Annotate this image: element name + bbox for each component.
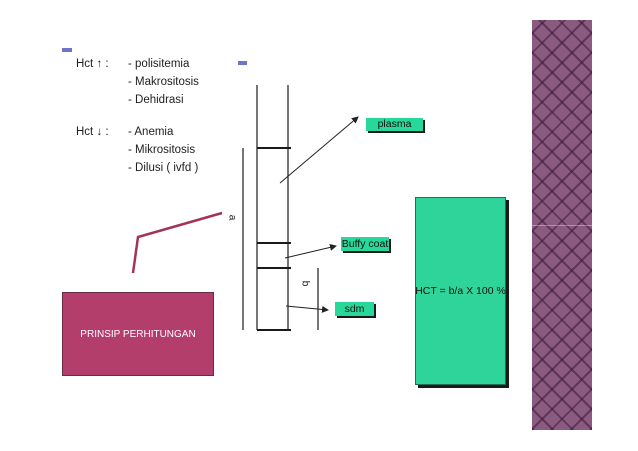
hct-increase-label: Hct ↑ : xyxy=(76,58,109,70)
hct-formula-text: HCT = b/a X 100 % xyxy=(415,285,506,297)
buffy-coat-arrow xyxy=(284,243,337,259)
plasma-label: plasma xyxy=(366,118,423,131)
decorative-side-strip xyxy=(532,20,592,430)
hct-increase-item: - Dehidrasi xyxy=(128,94,184,106)
prinsip-perhitungan-box: PRINSIP PERHITUNGAN xyxy=(62,292,214,376)
variable-a-label: a xyxy=(226,214,238,221)
hct-decrease-item: - Mikrositosis xyxy=(128,144,196,156)
strip-divider xyxy=(532,225,592,226)
accent-mark-right xyxy=(238,61,247,65)
prinsip-perhitungan-label: PRINSIP PERHITUNGAN xyxy=(80,328,196,340)
variable-b-label: b xyxy=(299,280,311,287)
hct-formula-box: HCT = b/a X 100 % xyxy=(415,197,506,385)
hct-decrease-item: - Anemia xyxy=(128,126,174,138)
sdm-label: sdm xyxy=(335,302,374,316)
hct-increase-item: - Makrositosis xyxy=(128,76,199,88)
hct-text-block: Hct ↑ : - polisitemia - Makrositosis - D… xyxy=(76,55,199,191)
hct-increase-group: Hct ↑ : - polisitemia - Makrositosis - D… xyxy=(76,55,199,109)
accent-mark-left xyxy=(62,48,72,52)
prinsip-connector-line xyxy=(131,211,223,274)
plasma-arrow xyxy=(279,116,359,184)
hct-decrease-item: - Dilusi ( ivfd ) xyxy=(128,162,199,174)
buffy-coat-label: Buffy coat xyxy=(341,237,389,251)
hct-decrease-label: Hct ↓ : xyxy=(76,126,109,138)
hct-increase-item: - polisitemia xyxy=(128,58,190,70)
hct-decrease-group: Hct ↓ : - Anemia - Mikrositosis - Dilusi… xyxy=(76,123,199,177)
sdm-arrow xyxy=(285,305,329,313)
